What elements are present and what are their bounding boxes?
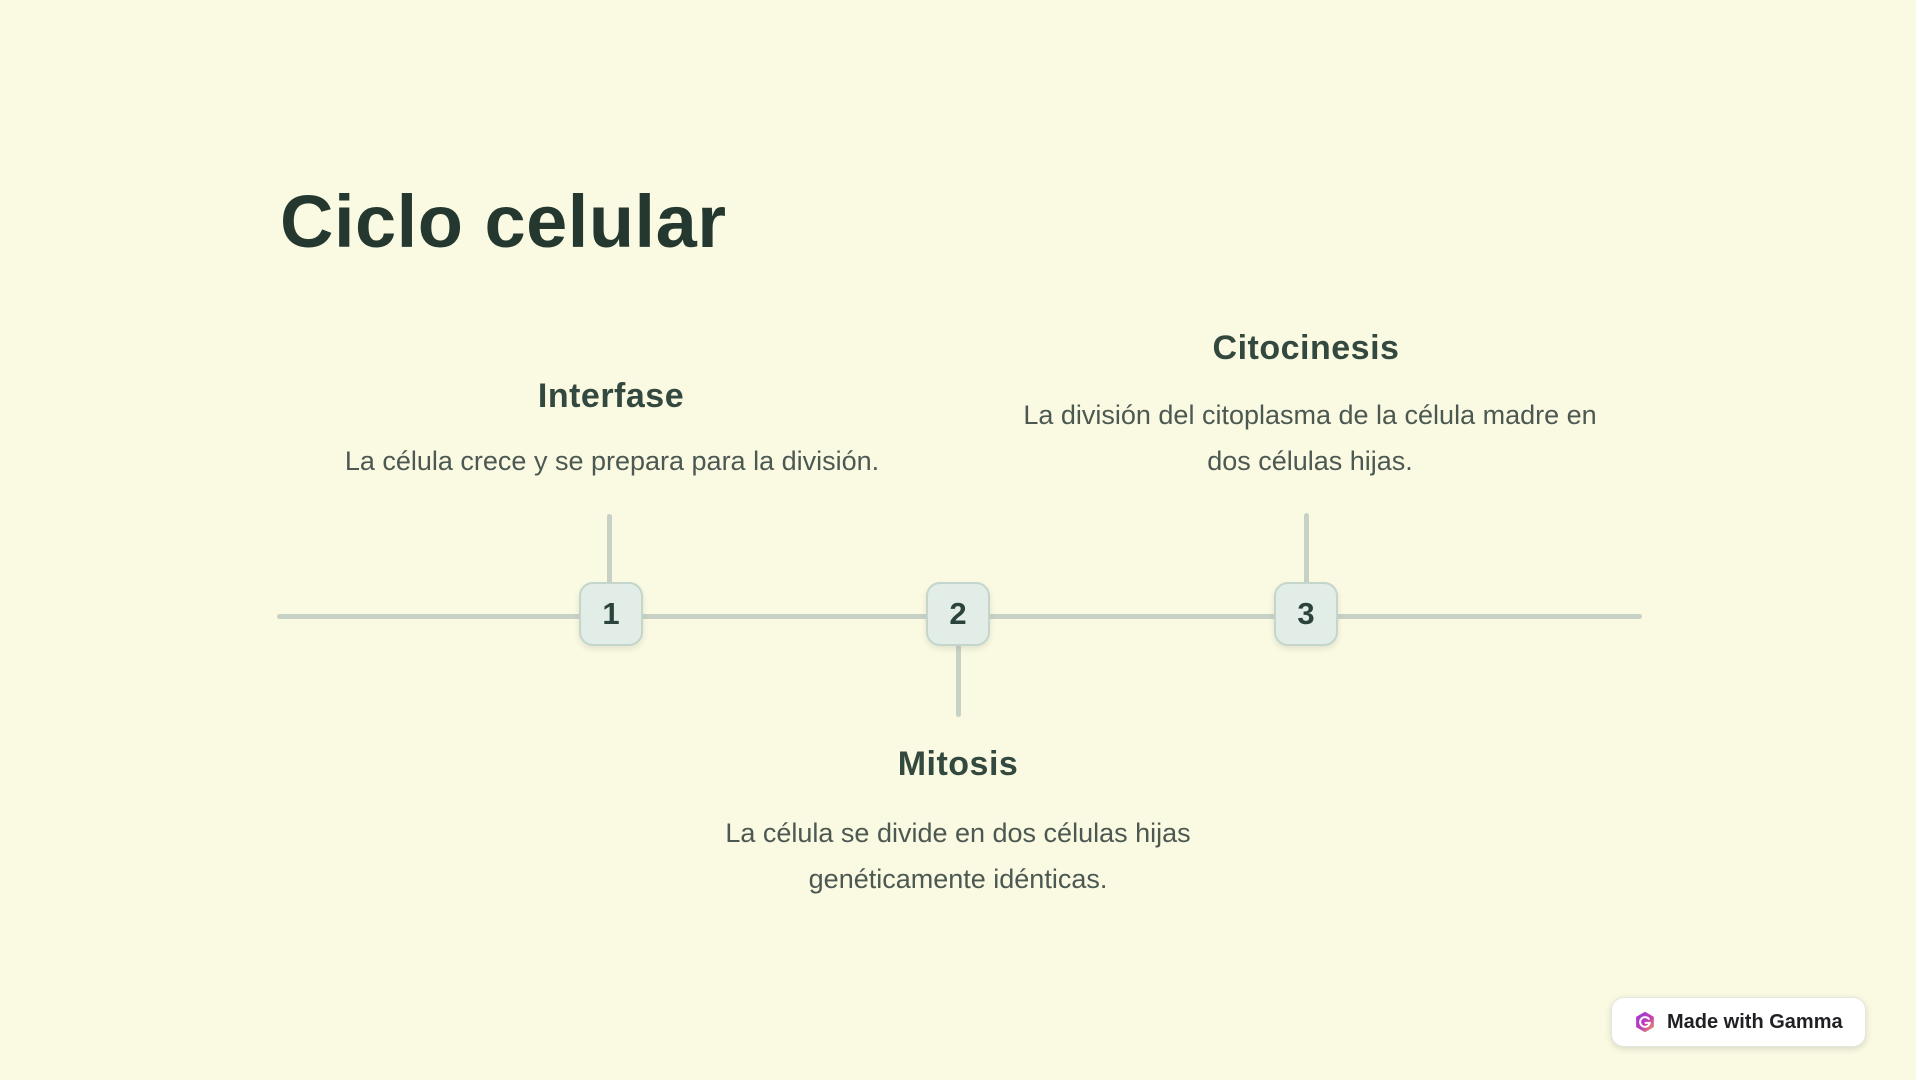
step2-connector — [956, 643, 961, 717]
step1-marker: 1 — [579, 582, 643, 646]
step2-description: La célula se divide en dos células hijas… — [708, 810, 1208, 902]
step2-number: 2 — [949, 596, 967, 631]
made-with-gamma-badge[interactable]: Made with Gamma — [1611, 997, 1866, 1047]
step1-number: 1 — [602, 596, 620, 631]
step3-marker: 3 — [1274, 582, 1338, 646]
step3-connector — [1304, 513, 1309, 585]
badge-label: Made with Gamma — [1667, 1010, 1843, 1033]
page-title: Ciclo celular — [280, 180, 727, 263]
step3-description-line: dos células hijas. — [1207, 446, 1413, 476]
step2-marker: 2 — [926, 582, 990, 646]
step3-title: Citocinesis — [1212, 329, 1400, 367]
step1-title: Interfase — [537, 377, 685, 415]
step3-description-line: La división del citoplasma de la célula … — [1023, 400, 1597, 430]
gamma-logo-icon — [1634, 1011, 1656, 1033]
step2-description-line: genéticamente idénticas. — [808, 864, 1108, 894]
step1-connector — [607, 514, 612, 586]
step1-description-line: La célula crece y se prepara para la div… — [344, 446, 880, 476]
step3-description: La división del citoplasma de la célula … — [990, 392, 1630, 484]
step2-title: Mitosis — [897, 745, 1019, 783]
step3-number: 3 — [1297, 596, 1315, 631]
step1-description: La célula crece y se prepara para la div… — [312, 438, 912, 484]
step2-description-line: La célula se divide en dos células hijas — [725, 818, 1191, 848]
